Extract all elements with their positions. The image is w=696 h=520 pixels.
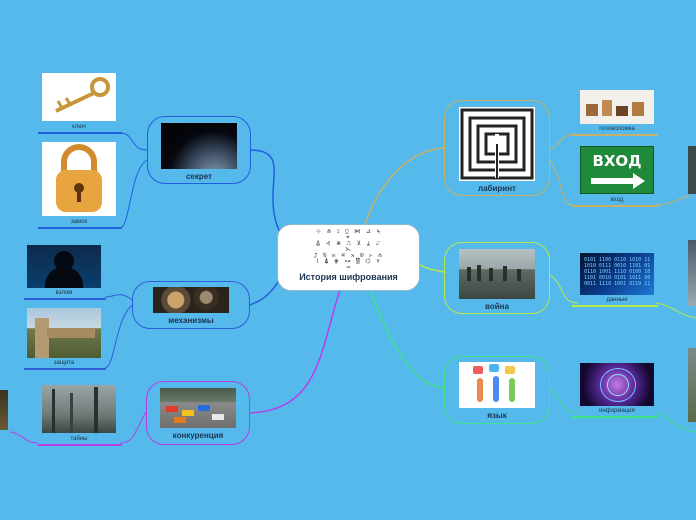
race-cars-image xyxy=(160,388,236,428)
leaf-hack-underline xyxy=(24,298,106,300)
node-war[interactable]: война xyxy=(444,242,550,314)
fortress-image[interactable] xyxy=(27,308,101,358)
partial-right-image-1 xyxy=(688,146,696,194)
node-mechanisms-label: механизмы xyxy=(168,316,213,325)
leaf-puzzle-underline xyxy=(572,134,658,136)
leaf-entrance-underline xyxy=(572,205,658,207)
node-labyrinth-label: лабиринт xyxy=(478,184,516,193)
node-mechanisms[interactable]: механизмы xyxy=(132,281,250,329)
entrance-sign-image[interactable]: ВХОД xyxy=(580,146,654,194)
leaf-entrance-label: вход xyxy=(580,197,654,203)
leaf-lock-label: замок xyxy=(42,219,116,225)
node-secret[interactable]: секрет xyxy=(147,116,251,184)
partial-left-image xyxy=(0,390,8,430)
leaf-key-underline xyxy=(38,132,122,134)
node-secret-label: секрет xyxy=(186,172,212,181)
central-topic-label: История шифрования xyxy=(299,272,398,282)
node-language-label: язык xyxy=(487,411,506,420)
central-topic[interactable]: ⊹ ⋔ ⟟ ⍜ ⋈ ⊿ ⍀ ⌖⍙ ⊰ ⋇ ⎍ ⊻ ⍊ ⌰ ⋋⎎ ⍉ ⋉ ⌘ ⋊ … xyxy=(277,224,420,291)
leaf-information-underline xyxy=(572,416,658,418)
planet-image xyxy=(161,123,237,169)
leaf-secrets-label: тайны xyxy=(42,436,116,442)
leaf-hack-label: взлом xyxy=(27,290,101,296)
leaf-data-underline xyxy=(572,305,658,307)
key-image[interactable] xyxy=(42,73,116,121)
leaf-information-label: информация xyxy=(580,408,654,414)
leaf-lock-underline xyxy=(38,227,122,229)
lock-image[interactable] xyxy=(42,142,116,216)
node-competition-label: конкуренция xyxy=(173,431,224,440)
node-labyrinth[interactable]: лабиринт xyxy=(444,100,550,196)
partial-right-image-3 xyxy=(688,348,696,422)
gears-image xyxy=(153,287,229,313)
leaf-puzzle-label: головоломка xyxy=(580,126,654,132)
leaf-protection-underline xyxy=(24,368,106,370)
puzzle-blocks-image[interactable] xyxy=(580,90,654,124)
cipher-symbols-image: ⊹ ⋔ ⟟ ⍜ ⋈ ⊿ ⍀ ⌖⍙ ⊰ ⋇ ⎍ ⊻ ⍊ ⌰ ⋋⎎ ⍉ ⋉ ⌘ ⋊ … xyxy=(314,229,384,269)
soldiers-image xyxy=(459,249,535,299)
misty-forest-image[interactable] xyxy=(42,385,116,433)
labyrinth-image xyxy=(459,107,535,181)
node-language[interactable]: язык xyxy=(444,356,550,424)
people-talking-image xyxy=(459,362,535,408)
hacker-image[interactable] xyxy=(27,245,101,288)
information-network-image[interactable] xyxy=(580,363,654,406)
leaf-key-label: ключ xyxy=(42,124,116,130)
node-competition[interactable]: конкуренция xyxy=(146,381,250,445)
leaf-secrets-underline xyxy=(38,444,122,446)
leaf-protection-label: защита xyxy=(27,360,101,366)
node-war-label: война xyxy=(485,302,509,311)
leaf-data-label: данные xyxy=(580,297,654,303)
arrow-right-icon xyxy=(581,147,653,193)
partial-right-image-2 xyxy=(688,240,696,306)
